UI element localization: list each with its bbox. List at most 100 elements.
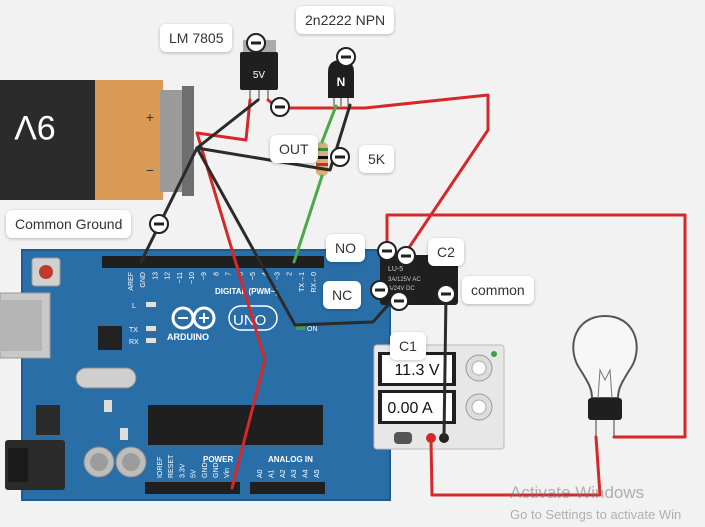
wire-battery-to-vin[interactable] bbox=[195, 131, 267, 490]
current-readout: 0.00 A bbox=[387, 400, 433, 417]
minus-circle-icon[interactable] bbox=[270, 97, 290, 117]
current-knob-cap[interactable] bbox=[471, 399, 487, 415]
pin-label: A0 bbox=[257, 469, 264, 478]
pin-label: ~11 bbox=[177, 272, 184, 283]
digital-header bbox=[102, 256, 324, 268]
relay-text-line2: 3A/125V AC bbox=[388, 277, 421, 283]
callout-2n2222: 2n2222 NPN bbox=[296, 6, 395, 34]
psu-power-switch[interactable] bbox=[394, 432, 412, 444]
pin-label: ~9 bbox=[201, 272, 208, 280]
usb-chip bbox=[98, 326, 122, 350]
pin-label: 3.3V bbox=[179, 463, 186, 478]
battery-body bbox=[0, 80, 100, 200]
current-display-screen bbox=[382, 393, 452, 421]
wire-resistor-to-pin[interactable] bbox=[292, 174, 324, 264]
wire-battery-to-gnd[interactable] bbox=[139, 146, 199, 264]
wire-regulator-out-to-relay[interactable] bbox=[266, 93, 490, 260]
pin-label: Vin bbox=[224, 468, 231, 478]
battery-minus-label: − bbox=[146, 162, 154, 178]
pin-label: RX←0 bbox=[311, 272, 318, 293]
minus-circle-icon[interactable] bbox=[149, 214, 169, 234]
callout-c2: C2 bbox=[428, 238, 464, 266]
capacitor-left-top bbox=[90, 453, 108, 471]
power-jack-inner bbox=[8, 448, 28, 482]
callout-common: common bbox=[462, 276, 534, 304]
minus-circle-icon[interactable] bbox=[389, 291, 409, 311]
resistor-band bbox=[316, 148, 328, 151]
minus-circle-icon[interactable] bbox=[336, 47, 356, 67]
wires bbox=[139, 93, 687, 497]
resistor-5k[interactable] bbox=[316, 142, 328, 176]
smd-part bbox=[104, 400, 112, 412]
pin-label: ~5 bbox=[250, 272, 257, 280]
led-rx bbox=[146, 338, 156, 343]
wire-battery-to-regulator-in[interactable] bbox=[195, 98, 252, 142]
watermark-line2: Go to Settings to activate Win bbox=[510, 507, 682, 522]
minus-circle-icon[interactable] bbox=[396, 246, 416, 266]
watermark-line1: Activate Windows bbox=[510, 483, 645, 502]
wire-battery-to-regulator-gnd[interactable] bbox=[195, 98, 260, 150]
bulb-glass bbox=[572, 314, 638, 399]
arduino-logo-text: ARDUINO bbox=[167, 332, 209, 342]
pin-label: 7 bbox=[226, 272, 233, 276]
resistor-band bbox=[316, 156, 328, 159]
pin-label: A3 bbox=[291, 469, 298, 478]
wire-relay-common-to-psu[interactable] bbox=[442, 293, 448, 440]
minus-circle-icon[interactable] bbox=[377, 241, 397, 261]
analog-in-label: ANALOG IN bbox=[268, 455, 313, 464]
pin-label: A2 bbox=[280, 469, 287, 478]
callout-no: NO bbox=[326, 234, 365, 262]
led-rx-label: RX bbox=[129, 339, 139, 346]
arduino-uno-board[interactable]: ARDUINO UNO DIGITAL (PWM~) POWER ANALOG … bbox=[0, 249, 391, 501]
pin-label: 2 bbox=[287, 272, 294, 276]
callout-lm7805: LM 7805 bbox=[160, 24, 233, 52]
callout-c1: C1 bbox=[390, 332, 426, 360]
minus-circle-icon[interactable] bbox=[370, 280, 390, 300]
uno-badge bbox=[228, 305, 278, 331]
relay-text-line3: A/24V DC bbox=[388, 286, 415, 292]
analog-header bbox=[250, 482, 325, 494]
wire-base-to-resistor[interactable] bbox=[320, 104, 338, 144]
battery-9v[interactable]: + − 9V bbox=[0, 80, 194, 200]
smd-part bbox=[120, 428, 128, 440]
minus-circle-icon[interactable] bbox=[246, 33, 266, 53]
battery-cap bbox=[182, 86, 194, 196]
battery-plus-label: + bbox=[146, 109, 154, 125]
psu-positive-terminal[interactable] bbox=[426, 433, 436, 443]
callout-nc: NC bbox=[323, 281, 362, 309]
reset-button-cap[interactable] bbox=[39, 265, 53, 279]
usb-connector-inner bbox=[0, 300, 42, 351]
transistor-body bbox=[328, 60, 354, 98]
light-bulb[interactable] bbox=[572, 314, 638, 436]
capacitor-right-top bbox=[122, 453, 140, 471]
arduino-logo-icon bbox=[171, 306, 216, 330]
wire-ground-to-emitter[interactable] bbox=[195, 103, 352, 172]
resistor-band bbox=[316, 163, 328, 166]
wire-relay-no-to-bulb[interactable] bbox=[385, 213, 687, 439]
minus-circle-icon[interactable] bbox=[436, 284, 456, 304]
voltage-readout: 11.3 V bbox=[394, 362, 439, 379]
digital-pwm-label: DIGITAL (PWM~) bbox=[215, 287, 278, 296]
callout-common-ground: Common Ground bbox=[6, 210, 132, 238]
pin-label: 13 bbox=[152, 272, 159, 280]
power-header bbox=[145, 482, 240, 494]
minus-circle-icon[interactable] bbox=[330, 147, 350, 167]
wire-ground-to-relay-coil[interactable] bbox=[195, 146, 399, 327]
power-supply[interactable]: 11.3 V 0.00 A bbox=[373, 344, 505, 450]
wire-bulb-to-psu-positive[interactable] bbox=[429, 435, 602, 497]
pin-label: 5V bbox=[191, 469, 198, 478]
callout-resistor: 5K bbox=[359, 145, 395, 173]
transistor-2n2222[interactable]: N bbox=[328, 60, 354, 106]
crystal bbox=[75, 367, 137, 389]
atmega-chip bbox=[148, 405, 323, 445]
power-label: POWER bbox=[203, 455, 233, 464]
battery-terminal-plate bbox=[160, 90, 184, 192]
pin-label: AREF bbox=[128, 272, 135, 291]
pin-label: IOREF bbox=[157, 457, 164, 478]
led-tx bbox=[146, 326, 156, 331]
voltage-knob-cap[interactable] bbox=[471, 360, 487, 376]
